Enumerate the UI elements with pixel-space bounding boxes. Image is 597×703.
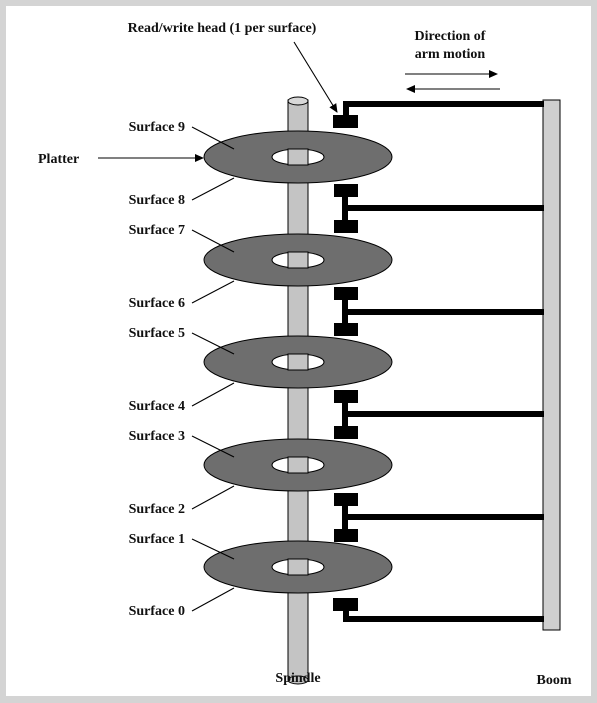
surface-3-leader <box>191 435 235 458</box>
surface-6-label: Surface 6 <box>129 296 185 311</box>
direction-label-line1: Direction of <box>415 29 486 44</box>
platter-5 <box>203 540 393 594</box>
surface-6-leader <box>191 280 235 304</box>
surface-4-leader <box>191 382 235 407</box>
spindle-label: Spindle <box>275 671 320 686</box>
surface-2-leader <box>191 485 235 510</box>
arm-1 <box>334 184 544 233</box>
surface-1-leader <box>191 538 235 560</box>
surface-8-leader <box>191 177 235 201</box>
spindle-top <box>287 96 309 106</box>
surface-0-leader <box>191 587 235 612</box>
surface-5-label: Surface 5 <box>129 326 185 341</box>
direction-label-line2: arm motion <box>415 47 486 62</box>
surface-9-label: Surface 9 <box>129 120 185 135</box>
boom-label: Boom <box>537 673 572 688</box>
platter-4 <box>203 438 393 492</box>
surface-1-label: Surface 1 <box>129 532 185 547</box>
arm-2 <box>334 287 544 336</box>
head-pointer-line <box>293 41 338 113</box>
arm-3 <box>334 390 544 439</box>
surface-2-label: Surface 2 <box>129 502 185 517</box>
surface-8-label: Surface 8 <box>129 193 185 208</box>
arm-bottom <box>333 598 544 622</box>
surface-5-leader <box>191 332 235 355</box>
platter-label: Platter <box>38 152 79 167</box>
platter-1 <box>203 130 393 184</box>
platter-2 <box>203 233 393 287</box>
surface-3-label: Surface 3 <box>129 429 185 444</box>
surface-4-label: Surface 4 <box>129 399 185 414</box>
surface-7-leader <box>191 229 235 253</box>
surface-7-label: Surface 7 <box>129 223 185 238</box>
spindle-bottom <box>287 675 309 685</box>
platter-3 <box>203 335 393 389</box>
arm-4 <box>334 493 544 542</box>
read-write-head-label: Read/write head (1 per surface) <box>128 21 317 36</box>
surface-0-label: Surface 0 <box>129 604 185 619</box>
arm-top <box>333 101 544 128</box>
boom <box>542 99 561 631</box>
surface-9-leader <box>191 126 235 150</box>
